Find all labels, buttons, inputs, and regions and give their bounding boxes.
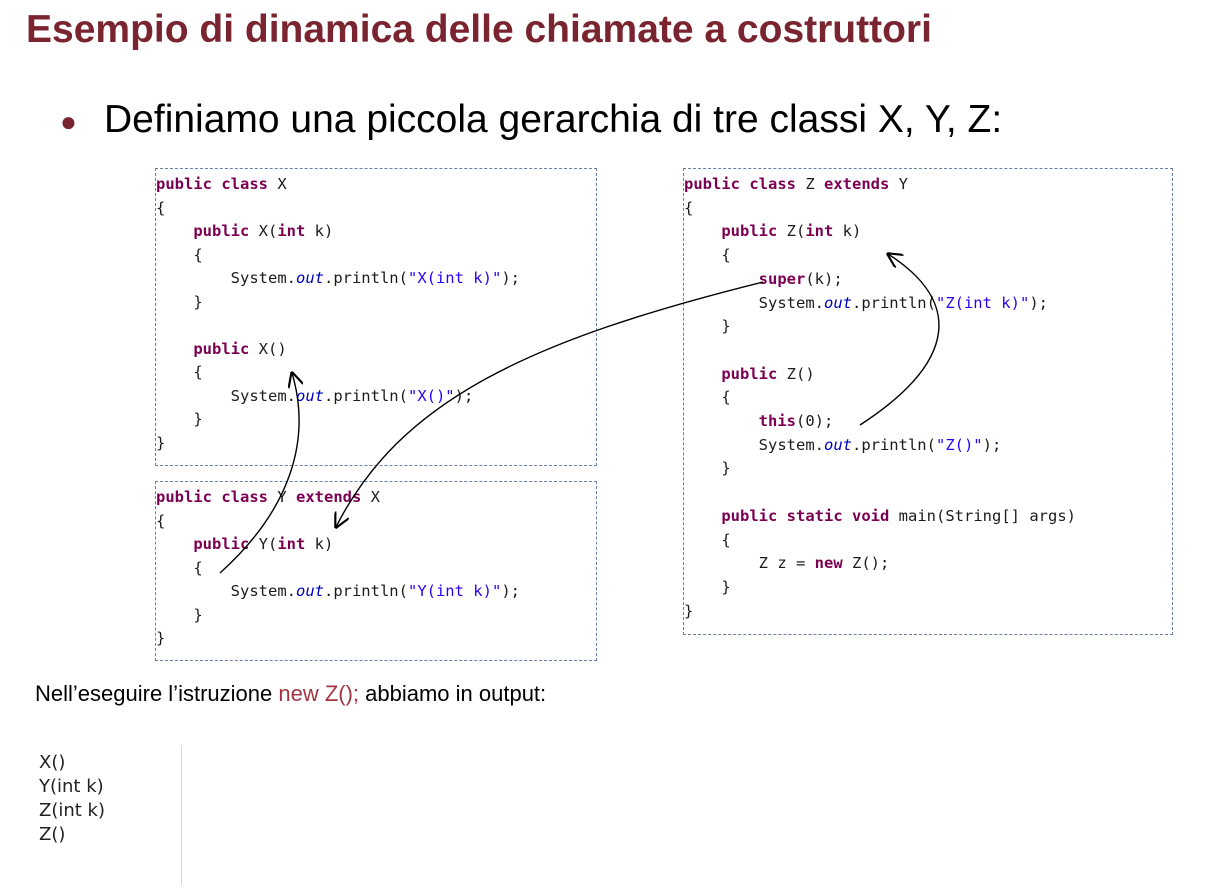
code-line: public Z(int k): [721, 222, 862, 241]
output-line: Z(): [39, 824, 66, 845]
code-line: public X(): [193, 339, 287, 358]
code-line: System.out.println("X(int k)");: [156, 269, 520, 287]
code-line: }: [684, 601, 694, 620]
code-line: this(0);: [758, 412, 834, 430]
code-line: }: [156, 433, 166, 452]
bullet-text: Definiamo una piccola gerarchia di tre c…: [104, 98, 1003, 141]
class-z-code-box: public class Z extends Y { public Z(int k…: [683, 168, 1173, 635]
code-line: {: [156, 511, 166, 530]
code-line: System.out.println("X()");: [156, 386, 474, 405]
code-line: {: [156, 363, 203, 381]
code-line: System.out.println("Z(int k)");: [684, 293, 1048, 312]
output-intro: Nell’eseguire l’istruzione new Z(); abbi…: [35, 681, 546, 707]
code-line: public X(int k): [193, 222, 334, 240]
code-line: {: [684, 388, 731, 407]
code-line: }: [156, 605, 203, 624]
code-line: public Y(int k): [193, 535, 334, 553]
code-line: {: [156, 198, 166, 217]
class-y-code-box: public class Y extends X { public Y(int k…: [155, 481, 597, 661]
output-intro-before: Nell’eseguire l’istruzione: [35, 681, 279, 706]
code-line: System.out.println("Y(int k)");: [156, 582, 520, 600]
bullet-dot-icon: ●: [60, 106, 77, 137]
output-intro-after: abbiamo in output:: [359, 681, 547, 706]
console-output: X() Y(int k) Z(int k) Z(): [33, 745, 182, 885]
output-line: Y(int k): [39, 776, 104, 797]
code-line: {: [156, 558, 203, 577]
slide-title: Esempio di dinamica delle chiamate a cos…: [26, 8, 932, 51]
code-line: System.out.println("Z()");: [684, 435, 1002, 454]
code-line: }: [684, 577, 731, 596]
code-line: {: [684, 246, 731, 265]
output-intro-code: new Z();: [278, 681, 360, 706]
code-line: {: [684, 530, 731, 549]
output-line: Z(int k): [39, 800, 105, 821]
code-line: public class X: [156, 175, 287, 193]
code-line: super(k);: [758, 269, 843, 288]
code-line: }: [156, 629, 166, 647]
class-x-code-box: public class X { public X(int k) { System…: [155, 168, 597, 466]
code-line: {: [156, 245, 203, 264]
arrow-y-to-x: [219, 373, 299, 574]
output-line: X(): [39, 752, 66, 773]
arrow-super-to-y-int: [336, 281, 764, 527]
code-line: public static void main(String[] args): [721, 506, 1076, 525]
code-line: }: [156, 410, 203, 428]
code-line: {: [684, 198, 694, 217]
arrow-this-to-z-int: [859, 254, 940, 426]
code-line: }: [156, 292, 203, 311]
code-line: }: [684, 459, 731, 478]
code-line: public Z(): [721, 364, 815, 383]
code-line: }: [684, 317, 731, 336]
code-line: Z z = new Z();: [684, 554, 890, 573]
code-line: public class Y extends X: [156, 488, 381, 506]
code-line: public class Z extends Y: [684, 175, 909, 193]
